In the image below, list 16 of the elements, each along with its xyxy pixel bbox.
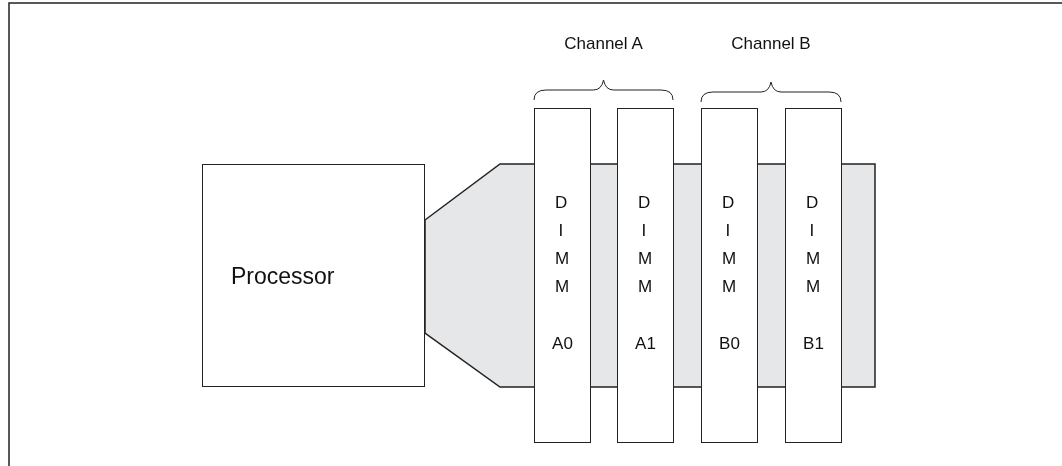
channel-label: Channel A — [563, 34, 644, 54]
processor-label: Processor — [231, 263, 335, 290]
module-label: DIMM — [806, 192, 818, 299]
slot-label: B1 — [802, 334, 825, 354]
module-label: DIMM — [555, 192, 567, 299]
processor-box — [202, 164, 425, 387]
dimm-module — [785, 108, 842, 443]
slot-label: A0 — [551, 334, 574, 354]
slot-label: A1 — [634, 334, 657, 354]
channel-label: Channel B — [730, 34, 812, 54]
module-label: DIMM — [722, 192, 734, 299]
dimm-module — [617, 108, 674, 443]
slot-label: B0 — [718, 334, 741, 354]
dimm-module — [534, 108, 591, 443]
module-label: DIMM — [638, 192, 650, 299]
dimm-module — [701, 108, 758, 443]
